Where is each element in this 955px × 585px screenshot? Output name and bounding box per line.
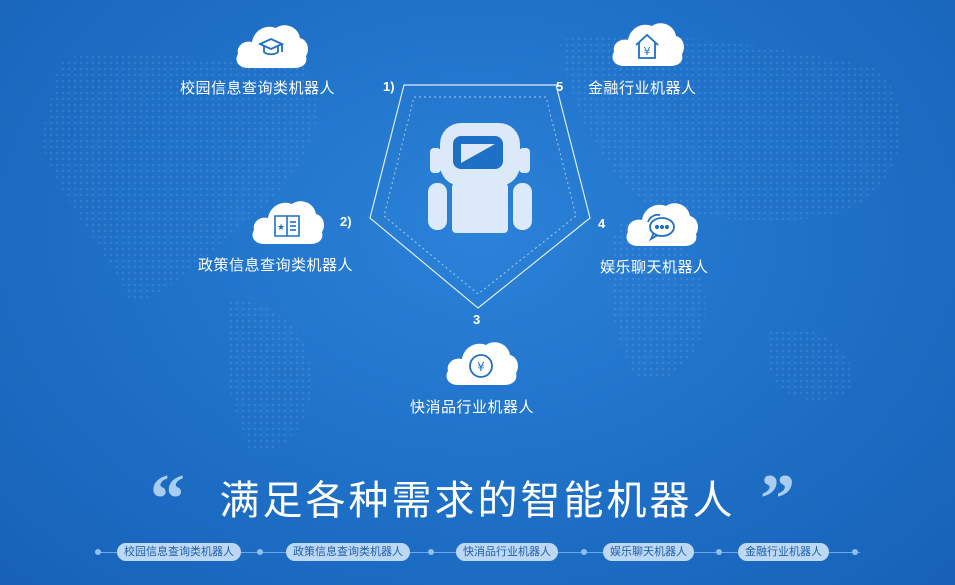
- item-number-4: 4: [598, 216, 606, 231]
- item-number-3: 3: [473, 312, 481, 327]
- tag-strip: 校园信息查询类机器人 政策信息查询类机器人 快消品行业机器人 娱乐聊天机器人 金…: [95, 543, 860, 563]
- robot-icon: [428, 123, 532, 233]
- cloud-policy: ★: [248, 196, 326, 248]
- svg-text:★: ★: [277, 223, 285, 233]
- tag-policy[interactable]: 政策信息查询类机器人: [286, 543, 410, 561]
- tag-dot: [257, 549, 263, 555]
- graduation-cap-icon: [257, 38, 285, 56]
- item-label-policy: 政策信息查询类机器人: [198, 256, 354, 274]
- item-label-campus: 校园信息查询类机器人: [180, 79, 336, 97]
- yen-coin-icon: ¥: [469, 354, 493, 378]
- tag-fmcg[interactable]: 快消品行业机器人: [456, 543, 558, 561]
- svg-text:¥: ¥: [644, 45, 651, 58]
- cloud-chat: [622, 198, 700, 250]
- item-number-2: 2): [340, 214, 352, 229]
- tag-dot: [428, 549, 434, 555]
- tag-chat[interactable]: 娱乐聊天机器人: [603, 543, 694, 561]
- cloud-fmcg: ¥: [442, 337, 520, 389]
- cloud-finance: ¥: [608, 18, 686, 70]
- yen-house-icon: ¥: [635, 33, 659, 59]
- tag-dot: [95, 549, 101, 555]
- policy-book-icon: ★: [274, 215, 300, 237]
- item-label-chat: 娱乐聊天机器人: [600, 258, 709, 276]
- item-number-1: 1): [383, 79, 395, 94]
- open-quote-icon: “: [150, 461, 185, 538]
- svg-text:¥: ¥: [477, 360, 485, 374]
- tag-campus[interactable]: 校园信息查询类机器人: [117, 543, 241, 561]
- tag-dot: [852, 549, 858, 555]
- tag-finance[interactable]: 金融行业机器人: [738, 543, 829, 561]
- item-label-fmcg: 快消品行业机器人: [410, 398, 535, 416]
- chat-bubble-icon: [647, 213, 675, 242]
- item-number-5: 5: [556, 79, 564, 94]
- tag-dot: [581, 549, 587, 555]
- tag-dot: [716, 549, 722, 555]
- item-label-finance: 金融行业机器人: [588, 79, 697, 97]
- headline: 满足各种需求的智能机器人: [219, 478, 736, 524]
- close-quote-icon: ”: [760, 461, 795, 538]
- cloud-campus: [232, 20, 310, 72]
- robot-pentagon: [369, 84, 591, 309]
